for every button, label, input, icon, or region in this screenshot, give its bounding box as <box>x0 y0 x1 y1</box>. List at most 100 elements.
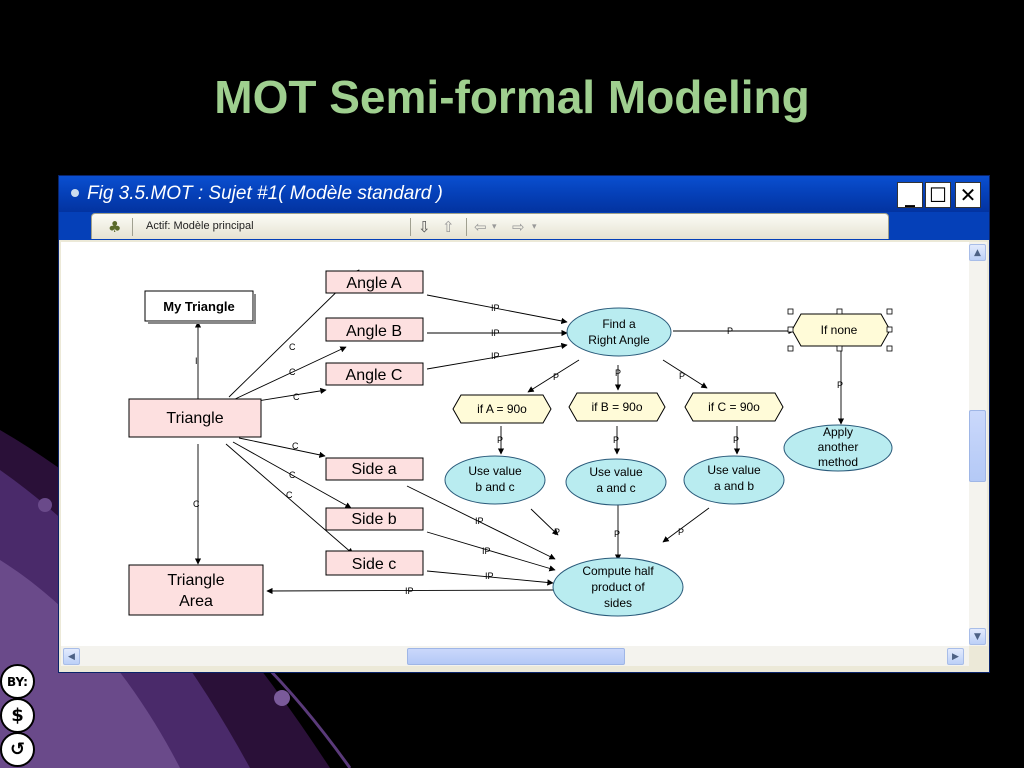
vertical-scroll-thumb[interactable] <box>969 410 986 482</box>
svg-text:Angle B: Angle B <box>346 323 402 340</box>
model-tree-icon[interactable]: ♣ <box>108 218 122 236</box>
link-label: P <box>497 435 503 445</box>
link-label: P <box>554 527 560 537</box>
principle-if-c[interactable]: if C = 90o <box>684 392 784 422</box>
toolbar-separator <box>410 218 411 236</box>
concept-my-triangle[interactable]: My Triangle <box>144 290 256 324</box>
link-label: I <box>195 356 198 366</box>
link-label: P <box>553 372 559 382</box>
svg-text:If none: If none <box>821 323 858 337</box>
procedure-apply-method[interactable]: Apply another method <box>783 424 893 472</box>
concept-angle-b[interactable]: Angle B <box>325 317 424 342</box>
svg-text:Use value: Use value <box>468 464 522 478</box>
svg-text:Triangle: Triangle <box>167 572 224 589</box>
concept-side-a[interactable]: Side a <box>325 457 424 481</box>
scroll-down-button[interactable]: ▼ <box>969 628 986 645</box>
horizontal-scrollbar[interactable]: ◀ ▶ <box>61 646 969 666</box>
link-label: P <box>733 435 739 445</box>
svg-text:Compute half: Compute half <box>582 564 654 578</box>
principle-if-none[interactable]: If none <box>787 308 893 352</box>
scroll-up-button[interactable]: ▲ <box>969 244 986 261</box>
svg-text:Side c: Side c <box>352 556 396 573</box>
svg-text:Use value: Use value <box>589 465 643 479</box>
link-label: C <box>289 470 296 480</box>
active-model-label: Actif: Modèle principal <box>146 220 254 232</box>
forward-dropdown-icon[interactable]: ▾ <box>532 222 537 232</box>
link-label: IP <box>475 516 484 526</box>
cc-by-icon: BY: <box>0 664 35 699</box>
horizontal-scroll-thumb[interactable] <box>407 648 625 665</box>
vertical-scrollbar[interactable]: ▲ ▼ <box>969 242 987 646</box>
arrow-up-icon[interactable]: ⇧ <box>442 218 455 236</box>
svg-text:if A = 90o: if A = 90o <box>477 402 527 416</box>
concept-angle-c[interactable]: Angle C <box>325 362 424 386</box>
principle-if-a[interactable]: if A = 90o <box>452 394 552 424</box>
procedure-find-right-angle[interactable]: Find a Right Angle <box>566 307 672 357</box>
link-label: P <box>678 527 684 537</box>
link-label: P <box>727 326 733 336</box>
link-label: IP <box>485 571 494 581</box>
scroll-left-button[interactable]: ◀ <box>63 648 80 665</box>
procedure-use-bc[interactable]: Use value b and c <box>444 455 546 505</box>
procedure-compute-half-product[interactable]: Compute half product of sides <box>552 557 684 617</box>
diagram-canvas[interactable]: I C C C C C C C IP IP IP P P P P P P P P… <box>61 242 969 646</box>
window-menu-icon[interactable] <box>71 189 79 197</box>
svg-text:sides: sides <box>604 596 632 610</box>
arrow-down-icon[interactable]: ⇩ <box>418 218 431 236</box>
link-label: IP <box>491 351 500 361</box>
concept-angle-a[interactable]: Angle A <box>325 270 424 294</box>
svg-text:another: another <box>818 440 859 454</box>
svg-text:Use value: Use value <box>707 463 761 477</box>
link-label: P <box>837 380 843 390</box>
cc-sa-icon: ↺ <box>0 732 35 767</box>
procedure-use-ac[interactable]: Use value a and c <box>565 458 667 506</box>
scroll-right-button[interactable]: ▶ <box>947 648 964 665</box>
link-label: IP <box>491 303 500 313</box>
svg-text:b and c: b and c <box>475 480 514 494</box>
link-label: C <box>293 392 300 402</box>
svg-text:Angle C: Angle C <box>346 367 403 384</box>
svg-text:Angle A: Angle A <box>346 275 401 292</box>
diagram-window: Fig 3.5.MOT : Sujet #1( Modèle standard … <box>58 175 990 673</box>
toolbar-separator <box>132 218 133 236</box>
maximize-button[interactable]: ☐ <box>925 182 951 208</box>
concept-side-c[interactable]: Side c <box>325 550 424 576</box>
toolbar: ♣ Actif: Modèle principal ⇩ ⇧ ⇦ ▾ ⇨ ▾ <box>91 213 889 239</box>
svg-text:Side b: Side b <box>351 511 396 528</box>
forward-arrow-icon[interactable]: ⇨ <box>512 218 525 236</box>
mot-diagram: I C C C C C C C IP IP IP P P P P P P P P… <box>128 269 893 617</box>
link-label: P <box>614 529 620 539</box>
concept-triangle[interactable]: Triangle <box>128 398 262 438</box>
link-label: IP <box>405 586 414 596</box>
svg-text:method: method <box>818 455 858 469</box>
svg-text:Triangle: Triangle <box>166 410 223 427</box>
svg-text:Right Angle: Right Angle <box>588 333 650 347</box>
link-label: C <box>193 499 200 509</box>
window-title: Fig 3.5.MOT : Sujet #1( Modèle standard … <box>87 183 443 204</box>
svg-text:Area: Area <box>179 593 213 610</box>
back-dropdown-icon[interactable]: ▾ <box>492 222 497 232</box>
close-button[interactable]: ✕ <box>955 182 981 208</box>
svg-text:a and c: a and c <box>596 481 635 495</box>
link-label-group: I C C C C C C C IP IP IP P P P P P P P P… <box>193 303 843 596</box>
slide-title: MOT Semi-formal Modeling <box>214 71 810 123</box>
link-label: C <box>292 441 299 451</box>
window-titlebar[interactable]: Fig 3.5.MOT : Sujet #1( Modèle standard … <box>59 176 989 212</box>
concept-triangle-area[interactable]: Triangle Area <box>128 564 264 616</box>
link-label: C <box>286 490 293 500</box>
svg-text:product of: product of <box>591 580 645 594</box>
minimize-button[interactable]: _ <box>897 182 923 208</box>
procedure-use-ab[interactable]: Use value a and b <box>683 455 785 505</box>
concept-side-b[interactable]: Side b <box>325 507 424 531</box>
svg-text:if C = 90o: if C = 90o <box>708 400 760 414</box>
link-label: P <box>615 368 621 378</box>
link-label: IP <box>482 546 491 556</box>
link-label: IP <box>491 328 500 338</box>
link-label: C <box>289 342 296 352</box>
link-label: P <box>679 371 685 381</box>
back-arrow-icon[interactable]: ⇦ <box>474 218 487 236</box>
selection-handles <box>787 308 893 352</box>
principle-if-b[interactable]: if B = 90o <box>568 392 666 422</box>
cc-nc-icon: $ <box>0 698 35 733</box>
svg-text:Side a: Side a <box>351 461 396 478</box>
